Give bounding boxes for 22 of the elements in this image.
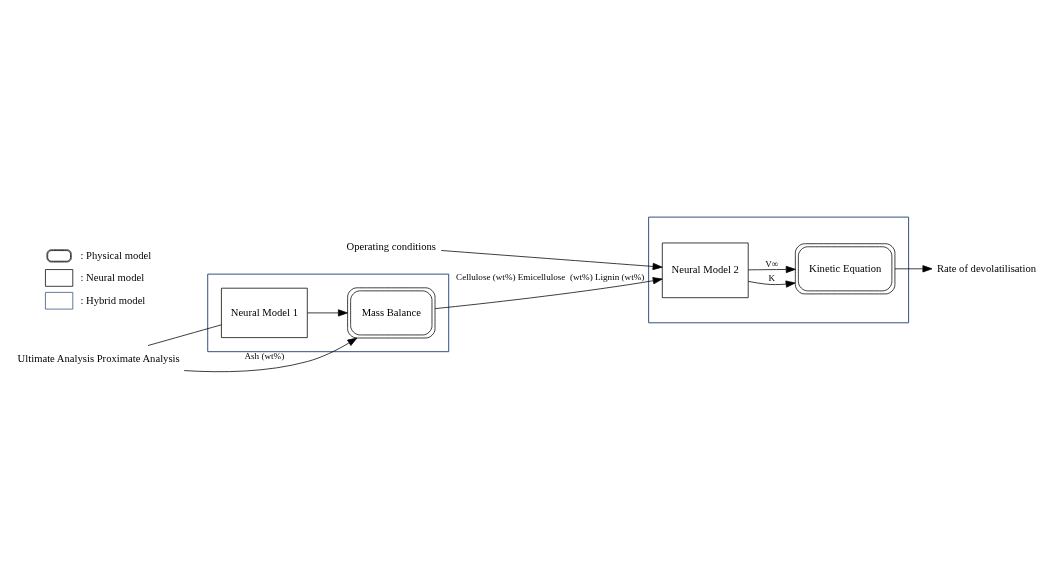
node-text: Rate of devolatilisation: [936, 262, 1037, 274]
node-box: Neural Model 2: [661, 242, 749, 298]
edge-label: Cellulose (wt%) Emicellulose (wt%) Lignin (wt%): [456, 271, 645, 282]
node-box: Neural Model 1: [221, 287, 308, 338]
node-text: Ultimate Analysis Proximate Analysis: [17, 352, 180, 364]
edge-label: V∞: [765, 258, 779, 269]
arrow: [747, 265, 796, 273]
legend-label: : Neural model: [80, 271, 145, 283]
connector: [147, 324, 222, 346]
arrow: [894, 264, 933, 272]
arrow: [747, 280, 796, 288]
edge-label: K: [768, 272, 776, 283]
edge-label: Ash (wt%): [244, 350, 285, 361]
legend-label: : Hybrid model: [80, 294, 146, 306]
arrow: [434, 276, 663, 309]
cluster: [648, 216, 910, 323]
arrow: [183, 337, 358, 372]
cluster: [207, 273, 450, 352]
arrow: [440, 249, 663, 270]
node-text: Operating conditions: [346, 240, 437, 252]
arrow: [307, 308, 348, 316]
legend-label: : Physical model: [80, 249, 152, 261]
